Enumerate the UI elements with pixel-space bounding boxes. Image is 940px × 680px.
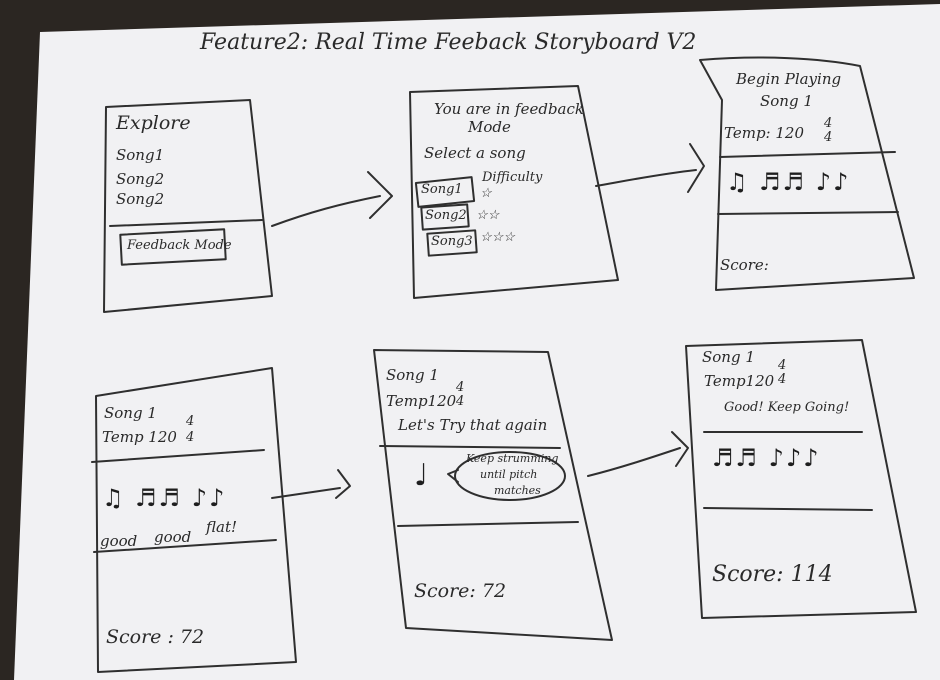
frame2-difficulty-label: Difficulty bbox=[482, 170, 543, 185]
frame5-bubble-line1: Keep strumming bbox=[466, 452, 559, 465]
frame4-feedback-2: good bbox=[154, 528, 192, 546]
frame1-header: Explore bbox=[116, 112, 191, 134]
feedback-mode-button[interactable]: Feedback Mode bbox=[127, 238, 232, 253]
frame1-divider bbox=[109, 219, 263, 227]
frame4-time-sig-top: 4 bbox=[186, 414, 195, 429]
frame2-heading-line1: You are in feedback bbox=[434, 100, 584, 118]
frame6-message: Good! Keep Going! bbox=[724, 400, 850, 415]
frame5-outline bbox=[373, 349, 613, 641]
frame5-score: Score: 72 bbox=[414, 580, 507, 602]
arrow-1-2 bbox=[271, 171, 393, 227]
frame2-song-1[interactable]: Song1 bbox=[421, 182, 463, 197]
frame3-time-sig-bottom: 4 bbox=[824, 130, 833, 145]
frame6-time-sig-top: 4 bbox=[778, 358, 787, 373]
frame4-time-sig-bottom: 4 bbox=[186, 430, 195, 445]
frame6-tempo: Temp120 bbox=[704, 372, 775, 390]
frame1-song-1[interactable]: Song1 bbox=[116, 146, 165, 164]
frame5-bubble-line2: until pitch bbox=[480, 468, 538, 481]
frame6-time-sig-bottom: 4 bbox=[778, 372, 787, 387]
frame3-notes: ♫ ♬♬ ♪♪ bbox=[726, 168, 851, 196]
frame2-difficulty-2: ☆☆ bbox=[476, 208, 500, 223]
frame2-song-3[interactable]: Song3 bbox=[431, 234, 473, 249]
frame4-score: Score : 72 bbox=[106, 626, 205, 648]
frame5-note: ♩ bbox=[414, 458, 431, 493]
frame4-outline bbox=[95, 367, 297, 673]
frame2-outline bbox=[409, 85, 619, 299]
frame5-bubble bbox=[454, 451, 566, 501]
frame5-time-sig-bottom: 4 bbox=[456, 394, 465, 409]
frame5-message: Let's Try that again bbox=[398, 416, 548, 434]
frame3-heading-line2: Song 1 bbox=[760, 92, 813, 110]
frame1-song-2[interactable]: Song2 bbox=[116, 170, 165, 188]
frame6-score: Score: 114 bbox=[712, 562, 833, 587]
frame6-notes: ♬♬ ♪♪♪ bbox=[712, 444, 821, 472]
arrow-4-5 bbox=[271, 469, 351, 499]
arrow-5-6 bbox=[587, 431, 689, 477]
frame1-button-box bbox=[119, 228, 227, 266]
frame5-tempo: Temp120 bbox=[386, 392, 457, 410]
frame5-song: Song 1 bbox=[386, 366, 439, 384]
arrow-2-3 bbox=[595, 143, 705, 193]
frame2-prompt: Select a song bbox=[424, 144, 526, 162]
frame3-tempo: Temp: 120 bbox=[724, 124, 804, 142]
frame2-heading-line2: Mode bbox=[468, 118, 511, 136]
frame4-feedback-1: good bbox=[100, 532, 138, 550]
frame3-time-sig-top: 4 bbox=[824, 116, 833, 131]
frame4-tempo: Temp 120 bbox=[102, 428, 177, 446]
frame2-difficulty-3: ☆☆☆ bbox=[480, 230, 515, 245]
storyboard-title: Feature2: Real Time Feeback Storyboard V… bbox=[200, 30, 697, 55]
frame4-notes: ♫ ♬♬ ♪♪ bbox=[102, 484, 227, 512]
frame5-bubble-line3: matches bbox=[494, 484, 541, 497]
frame4-feedback-3: flat! bbox=[206, 518, 238, 536]
frame4-song: Song 1 bbox=[104, 404, 157, 422]
frame2-difficulty-1: ☆ bbox=[480, 186, 492, 201]
frame3-score: Score: bbox=[720, 256, 769, 274]
frame3-outline bbox=[699, 56, 915, 291]
frame1-outline bbox=[103, 99, 273, 313]
frame6-song: Song 1 bbox=[702, 348, 755, 366]
frame1-song-3[interactable]: Song2 bbox=[116, 190, 165, 208]
frame5-time-sig-top: 4 bbox=[456, 380, 465, 395]
frame2-song-2[interactable]: Song2 bbox=[425, 208, 467, 223]
frame3-heading-line1: Begin Playing bbox=[736, 70, 842, 88]
frame6-outline bbox=[685, 339, 917, 619]
